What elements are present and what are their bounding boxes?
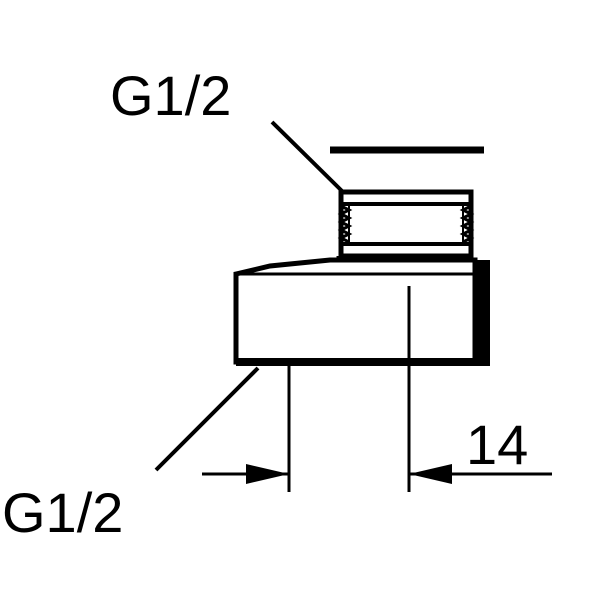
bottom-thread-label: G1/2 — [2, 481, 123, 544]
bottom-leader-line — [154, 366, 260, 472]
dimension-label: 14 — [466, 413, 528, 476]
top-thread-label: G1/2 — [110, 64, 231, 127]
adapter-body — [233, 256, 490, 366]
top-leader-line — [270, 120, 345, 194]
threaded-nipple — [337, 189, 475, 259]
dimension-line — [202, 464, 552, 484]
